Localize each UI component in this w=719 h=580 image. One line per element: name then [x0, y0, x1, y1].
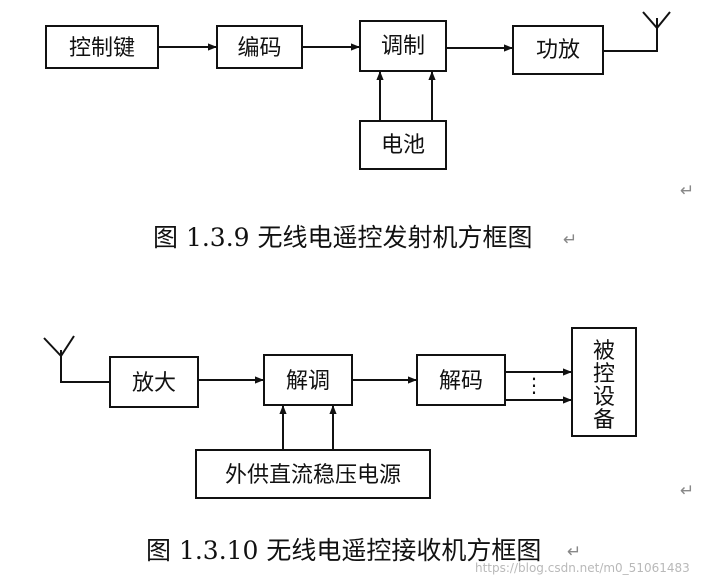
demodulator-label: 解调	[286, 369, 330, 394]
paragraph-mark: ↵	[567, 542, 581, 562]
power-amplifier-block: 功放	[512, 25, 604, 75]
paragraph-mark: ↵	[680, 181, 694, 201]
battery-block: 电池	[359, 120, 447, 170]
power-supply-block: 外供直流稳压电源	[195, 449, 431, 499]
modulator-label: 调制	[381, 34, 425, 59]
rf-amplifier-block: 放大	[109, 356, 199, 408]
rf-amplifier-label: 放大	[132, 371, 176, 396]
controlled-device-label-char: 被	[593, 339, 615, 364]
encoder-block: 编码	[216, 25, 303, 69]
decoder-label: 解码	[439, 369, 483, 394]
controlled-device-label-char: 控	[593, 362, 615, 387]
power-supply-label: 外供直流稳压电源	[225, 463, 401, 488]
paragraph-mark: ↵	[563, 230, 577, 250]
decoder-block: 解码	[416, 354, 506, 406]
receive-antenna-icon	[43, 335, 110, 383]
modulator-block: 调制	[359, 20, 447, 72]
power-amplifier-label: 功放	[536, 38, 580, 63]
encoder-label: 编码	[237, 36, 281, 61]
paragraph-mark: ↵	[680, 481, 694, 501]
demodulator-block: 解调	[263, 354, 353, 406]
battery-label: 电池	[381, 133, 425, 158]
output-lines-ellipsis: ⋮	[524, 373, 544, 397]
control-keys-label: 控制键	[69, 36, 135, 61]
transmit-antenna-icon	[603, 11, 671, 52]
receiver-diagram: 放大 解调 解码 被控设备 外供直流稳压电源 ⋮ ↵ 图	[43, 327, 694, 575]
transmitter-diagram: 控制键 编码 调制 功放 电池	[45, 11, 694, 252]
receiver-caption: 图 1.3.10 无线电遥控接收机方框图	[146, 536, 541, 565]
controlled-device-label-char: 设	[593, 385, 615, 410]
controlled-device-label: 被控设备	[593, 339, 615, 433]
controlled-device-label-char: 备	[593, 408, 615, 433]
controlled-device-block: 被控设备	[571, 327, 637, 437]
watermark-text: https://blog.csdn.net/m0_51061483	[475, 561, 690, 575]
transmitter-caption: 图 1.3.9 无线电遥控发射机方框图	[153, 223, 533, 252]
control-keys-block: 控制键	[45, 25, 159, 69]
